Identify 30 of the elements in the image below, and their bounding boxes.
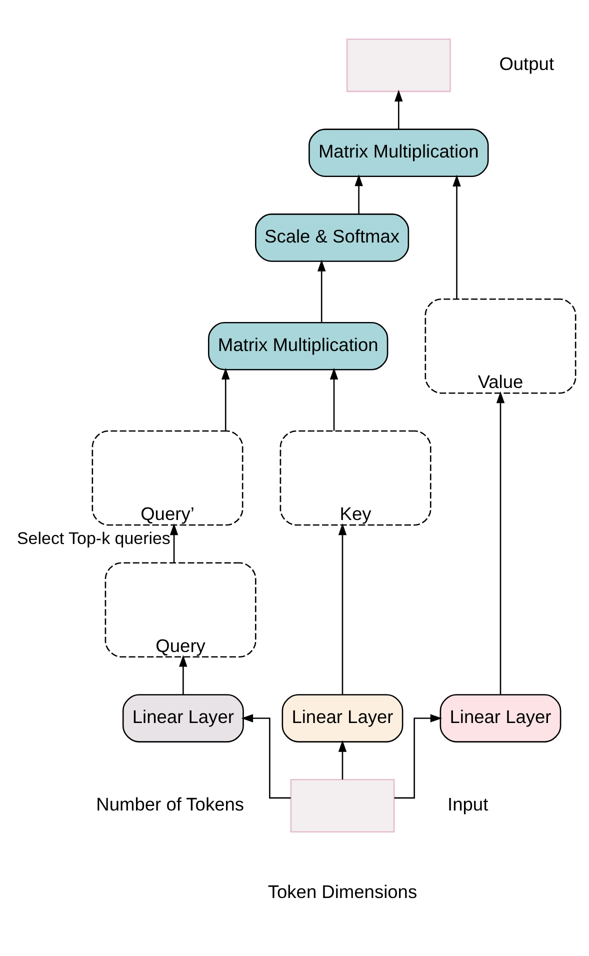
arrow: [317, 260, 326, 323]
node-box: Linear Layer: [122, 694, 244, 742]
arrow: [338, 523, 347, 694]
node-box: [290, 779, 395, 833]
node-box: Matrix Multiplication: [308, 128, 489, 177]
arrow: [394, 90, 403, 129]
arrow: [179, 655, 188, 695]
arrow: [170, 523, 178, 563]
node-box: Matrix Multiplication: [208, 322, 388, 370]
node-box: Scale & Softmax: [255, 214, 410, 262]
arrow: [452, 174, 461, 299]
arrow: [394, 714, 442, 799]
arrow: [241, 714, 291, 799]
node-box: Linear Layer: [282, 694, 404, 742]
arrow: [354, 174, 363, 214]
node-label: Input: [448, 794, 488, 815]
arrow: [222, 368, 230, 431]
node-box: Query’: [92, 430, 244, 526]
node-box: Query: [104, 562, 256, 658]
node-box: Key: [280, 430, 432, 526]
label: Token Dimensions: [268, 881, 418, 902]
arrow: [338, 740, 347, 780]
edge-label: Select Top-k queries: [17, 528, 170, 548]
node-box: [346, 38, 451, 92]
arrow: [330, 368, 338, 431]
label: Number of Tokens: [96, 794, 244, 815]
node-box: Value: [424, 298, 576, 394]
node-box: Linear Layer: [440, 694, 562, 742]
node-label: Output: [499, 53, 554, 74]
arrow: [496, 391, 505, 694]
